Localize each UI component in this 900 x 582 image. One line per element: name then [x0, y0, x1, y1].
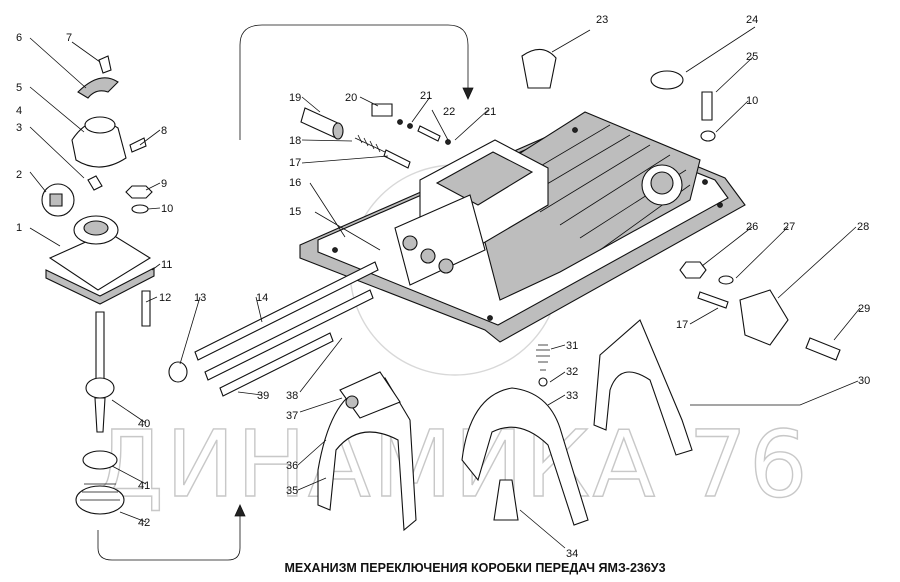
callout-19: 19: [289, 92, 301, 104]
spring: [354, 134, 386, 153]
callout-21-b: 21: [484, 106, 496, 118]
callout-11: 11: [161, 259, 172, 271]
nut-9: [125, 185, 153, 199]
rod-bore-2: [420, 248, 436, 264]
filler-hole: [650, 171, 674, 195]
stud-12: [141, 290, 151, 327]
callout-1: 1: [16, 222, 22, 234]
fork-35-36: [317, 377, 417, 532]
callout-33: 33: [566, 390, 578, 402]
callout-30: 30: [858, 375, 870, 387]
callout-20: 20: [345, 92, 357, 104]
lock-pin: [383, 149, 411, 169]
callout-36: 36: [286, 460, 298, 472]
callout-41: 41: [138, 480, 150, 492]
callout-4: 4: [16, 105, 22, 117]
lever-ball-40: [85, 377, 115, 399]
callout-10: 10: [161, 203, 173, 215]
diagram-caption: МЕХАНИЗМ ПЕРЕКЛЮЧЕНИЯ КОРОБКИ ПЕРЕДАЧ ЯМ…: [284, 561, 665, 575]
callout-3: 3: [16, 122, 22, 134]
fork-33: [461, 387, 589, 526]
plug-13: [168, 361, 188, 383]
lever-shaft: [95, 311, 105, 381]
callout-40: 40: [138, 418, 150, 430]
shift-rods: [194, 261, 379, 397]
callout-21-a: 21: [420, 90, 432, 102]
bracket-28: [739, 289, 789, 346]
callout-35: 35: [286, 485, 298, 497]
callout-9: 9: [161, 178, 167, 190]
callout-31: 31: [566, 340, 578, 352]
fork-30: [593, 319, 693, 456]
bottom-flow-arrow: [97, 512, 241, 561]
plug-24: [650, 70, 684, 90]
screw-34: [493, 479, 519, 521]
callout-29: 29: [858, 303, 870, 315]
washer-10-right: [700, 130, 716, 142]
callout-27: 27: [783, 221, 795, 233]
bolt-17-right: [697, 291, 729, 309]
shift-housing-cover: [299, 111, 746, 343]
callout-10-right: 10: [746, 95, 758, 107]
spring-31: [536, 344, 550, 371]
callout-37: 37: [286, 410, 298, 422]
top-flow-arrow: [239, 24, 469, 140]
retaining-ring-6: [77, 77, 119, 99]
callout-22: 22: [443, 106, 455, 118]
rod-14: [194, 261, 379, 361]
callout-15: 15: [289, 206, 301, 218]
callout-17-right: 17: [676, 319, 688, 331]
callout-6: 6: [16, 32, 22, 44]
bottom-arrow-head: [234, 504, 246, 517]
rod-bore-3: [438, 258, 454, 274]
top-arrow-head: [462, 87, 474, 100]
gasket-11: [45, 267, 155, 305]
callout-17: 17: [289, 157, 301, 169]
callout-26: 26: [746, 221, 758, 233]
callout-38: 38: [286, 390, 298, 402]
callout-5: 5: [16, 82, 22, 94]
callout-24: 24: [746, 14, 758, 26]
lock-3: [87, 175, 103, 191]
callout-2: 2: [16, 169, 22, 181]
callout-42: 42: [138, 517, 150, 529]
boot-5: [84, 116, 116, 134]
nut-26: [679, 261, 707, 279]
callout-28: 28: [857, 221, 869, 233]
callout-14: 14: [256, 292, 268, 304]
watermark-text: ДИНАМИКА 76: [92, 411, 810, 518]
spring-seat-41: [82, 450, 118, 470]
callout-25: 25: [746, 51, 758, 63]
rod-39: [219, 332, 334, 397]
washer-27: [718, 275, 734, 285]
callout-34: 34: [566, 548, 578, 560]
rod-bore-1: [402, 235, 418, 251]
bolt-29: [805, 337, 841, 361]
washer-10: [131, 204, 149, 214]
callout-13: 13: [194, 292, 206, 304]
callout-18: 18: [289, 135, 301, 147]
callout-23: 23: [596, 14, 608, 26]
callout-39: 39: [257, 390, 269, 402]
callout-16: 16: [289, 177, 301, 189]
callout-12: 12: [159, 292, 171, 304]
rod-15: [204, 289, 374, 381]
bolt-25: [701, 91, 713, 121]
rod-boss: [394, 194, 486, 286]
callout-7: 7: [66, 32, 72, 44]
ball-32: [538, 377, 548, 387]
plug-screw: [371, 103, 393, 117]
callout-8: 8: [161, 125, 167, 137]
plug-23: [521, 48, 557, 89]
callout-32: 32: [566, 366, 578, 378]
cotter-pin-7: [98, 55, 112, 74]
bolt-8: [129, 137, 147, 153]
